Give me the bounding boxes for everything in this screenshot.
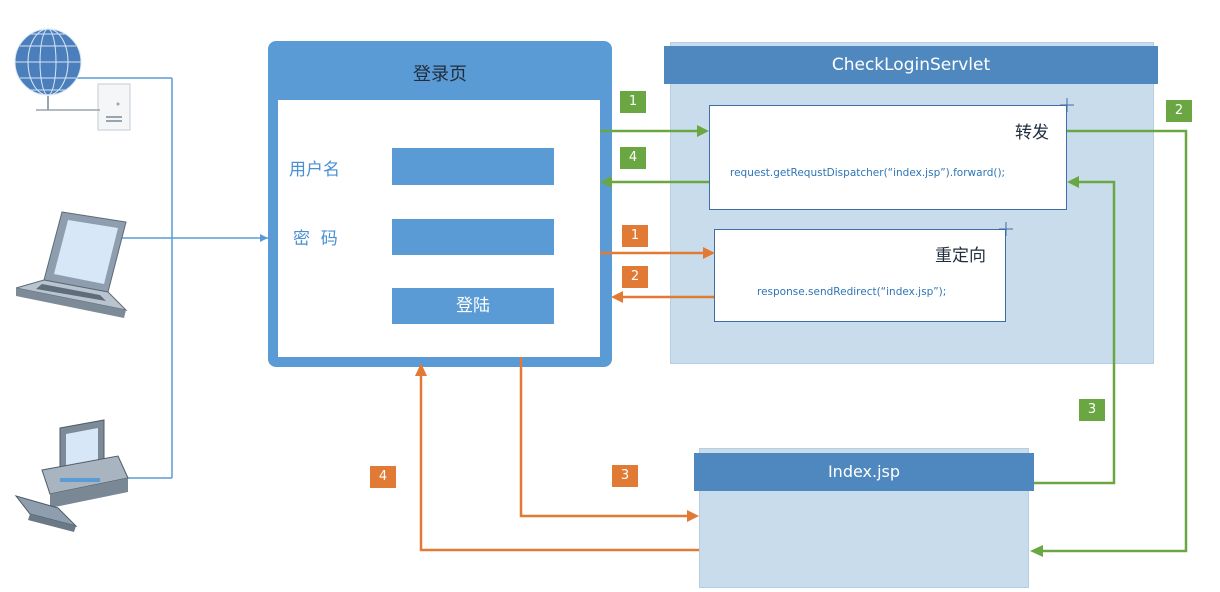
laptop-icon [15, 211, 128, 318]
step-badge-orange-1: 1 [622, 225, 648, 247]
orange-arrow-3 [519, 357, 687, 518]
step-badge-green-3: 3 [1079, 399, 1105, 421]
redirect-title: 重定向 [935, 246, 986, 266]
step-badge-orange-2: 2 [622, 266, 648, 288]
client-connector-lines [60, 77, 268, 479]
step-badge-green-4: 4 [620, 147, 646, 169]
globe-server-icon [14, 28, 131, 131]
username-label: 用户名 [289, 160, 340, 180]
step-badge-orange-4: 4 [370, 466, 396, 488]
orange-arrow-4 [419, 375, 699, 552]
step-badge-green-2: 2 [1166, 100, 1192, 122]
password-input[interactable] [392, 219, 554, 255]
forward-code: request.getRequstDispatcher(“index.jsp”)… [730, 167, 1006, 179]
step-badge-orange-3: 3 [612, 465, 638, 487]
redirect-code: response.sendRedirect(“index.jsp”); [757, 286, 947, 298]
servlet-header: CheckLoginServlet [664, 46, 1158, 84]
desktop-computer-icon [14, 419, 129, 532]
client-arrowhead [260, 234, 268, 242]
login-button[interactable]: 登陆 [392, 288, 554, 324]
green-arrow-2 [1042, 129, 1188, 553]
forward-title: 转发 [1015, 123, 1049, 143]
index-jsp-header: Index.jsp [694, 453, 1034, 491]
step-badge-green-1: 1 [620, 91, 646, 113]
arrowheads [415, 125, 1079, 557]
green-arrow-3 [1034, 180, 1116, 485]
password-label: 密 码 [293, 229, 338, 249]
redirect-box [714, 229, 1006, 322]
login-page-title: 登录页 [413, 64, 467, 85]
forward-box [709, 105, 1067, 210]
username-input[interactable] [392, 148, 554, 185]
